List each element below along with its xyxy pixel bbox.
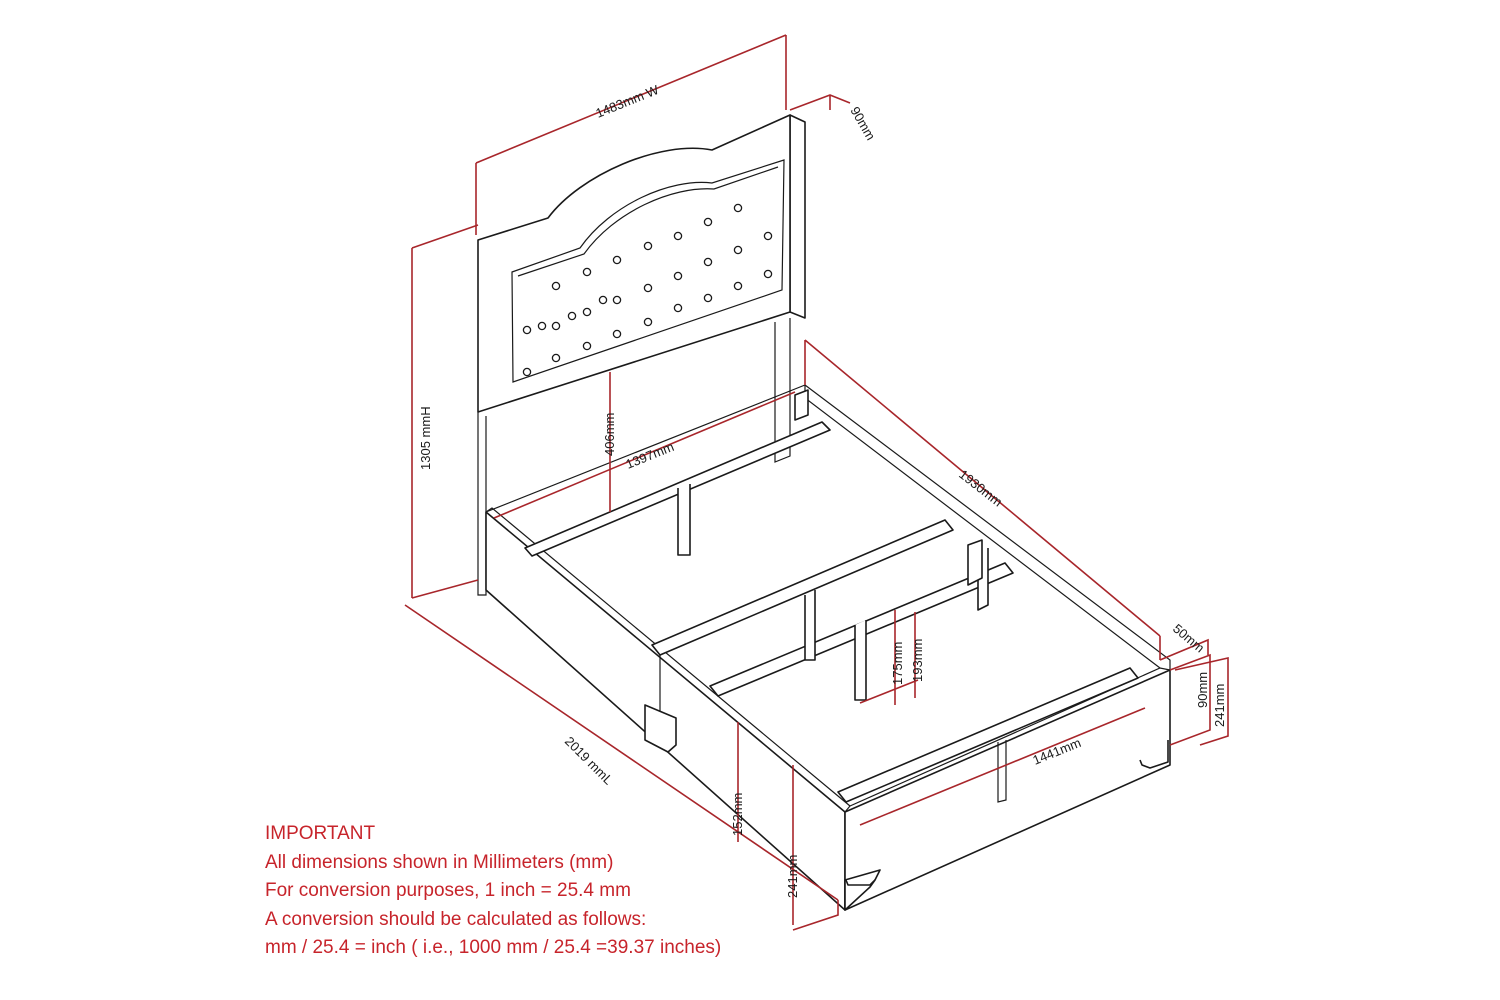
dimension-lines [404, 34, 1229, 931]
bracket-head [794, 389, 809, 421]
tufting-button [703, 257, 713, 267]
label-total-height: 1305 mmH [418, 406, 433, 470]
dim-line-total-length [404, 604, 839, 931]
tufting-button [643, 317, 653, 327]
leg-left-middle [644, 704, 677, 753]
tufting-button [582, 307, 592, 317]
support-leg-2 [804, 590, 816, 661]
dim-line-inner-length [804, 339, 1161, 660]
note-line: All dimensions shown in Millimeters (mm) [265, 851, 614, 873]
rail-seam-front [997, 740, 1007, 803]
headboard [477, 114, 806, 596]
tufting-button [522, 325, 532, 335]
label-inner-width: 1397mm [624, 439, 677, 472]
support-leg-1 [677, 484, 691, 556]
tufting-button [522, 367, 532, 377]
note-line: For conversion purposes, 1 inch = 25.4 m… [265, 880, 631, 901]
tufting-button [551, 321, 561, 331]
tufting-button [703, 217, 713, 227]
bracket-right [967, 539, 983, 586]
label-headboard-width: 1483mm W [594, 82, 662, 121]
label-footboard-total-height: 241mm [1212, 684, 1227, 727]
label-total-length: 2019 mmL [562, 734, 616, 788]
tufting-button [582, 341, 592, 351]
dim-line-foot-total-height [1174, 656, 1229, 746]
leg-front-left-base [845, 879, 876, 886]
support-leg-3 [854, 620, 867, 701]
tufting-button [733, 245, 743, 255]
bed-frame [485, 384, 1171, 911]
slats [524, 389, 1139, 803]
tufting-button [733, 203, 743, 213]
label-rail-clearance: 152mm [730, 793, 745, 836]
tufting-button [673, 271, 683, 281]
headboard-side [789, 114, 806, 319]
note-line: A conversion should be calculated as fol… [265, 908, 647, 930]
side-rail-right-top [804, 384, 1171, 670]
side-rail-left-top [485, 507, 851, 813]
dim-line-inner-width [493, 391, 796, 519]
head-rail [485, 384, 806, 513]
tufting-button [537, 321, 547, 331]
note-line: mm / 25.4 = inch ( i.e., 1000 mm / 25.4 … [265, 937, 722, 958]
label-rail-thickness: 50mm [1170, 621, 1207, 656]
important-note: IMPORTANT All dimensions shown in Millim… [265, 820, 785, 963]
tufting-button [598, 295, 608, 305]
slat-4 [837, 667, 1139, 803]
tufting-button [673, 303, 683, 313]
note-title: IMPORTANT [265, 823, 376, 844]
dim-line-headboard-depth [789, 94, 851, 111]
tufting-button [612, 255, 622, 265]
dim-line-rail-thickness [1159, 638, 1209, 661]
tufting-buttons [522, 203, 773, 377]
tufting-button [643, 283, 653, 293]
label-side-height: 241mm [785, 855, 800, 898]
label-inner-length: 1930mm [956, 467, 1005, 510]
label-slat-clearance-a: 175mm [890, 642, 905, 685]
headboard-panel [477, 114, 791, 413]
slat-2 [651, 519, 954, 656]
tufting-button [551, 281, 561, 291]
tufting-button [703, 293, 713, 303]
tufting-button [612, 295, 622, 305]
tufting-button [673, 231, 683, 241]
dim-line-slat-clearance [859, 610, 919, 705]
tufting-button [643, 241, 653, 251]
label-slat-clearance-b: 193mm [910, 639, 925, 682]
tufting-button [551, 353, 561, 363]
dim-line-foot-height [1169, 653, 1211, 746]
tufting-button [612, 329, 622, 339]
headboard-inner-band [517, 166, 779, 277]
dim-line-height [411, 224, 479, 599]
label-headboard-clearance: 406mm [602, 413, 617, 456]
label-headboard-depth: 90mm [847, 104, 878, 143]
dim-line-inner-width-foot [859, 707, 1146, 826]
tufting-button [567, 311, 577, 321]
headboard-inner-panel [511, 159, 785, 383]
tufting-button [582, 267, 592, 277]
headboard-right-leg [774, 318, 791, 463]
label-footboard-height: 90mm [1195, 672, 1210, 708]
tufting-button [763, 269, 773, 279]
foot-rail [844, 669, 1171, 911]
headboard-left-leg [477, 412, 487, 596]
dim-line-width [475, 34, 787, 235]
leg-front-right [1139, 740, 1169, 769]
tufting-button [763, 231, 773, 241]
tufting-button [733, 281, 743, 291]
